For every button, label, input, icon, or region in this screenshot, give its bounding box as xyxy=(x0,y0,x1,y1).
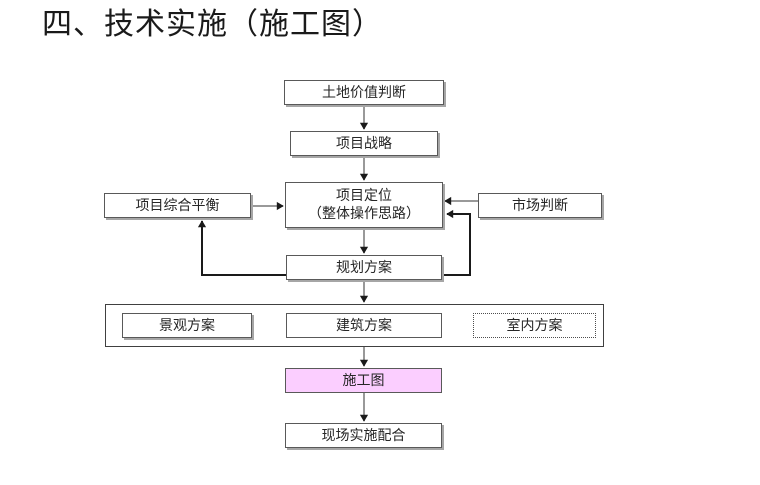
node-construction-drawing-label: 施工图 xyxy=(342,372,385,389)
node-comprehensive-balance-label: 项目综合平衡 xyxy=(135,197,220,214)
node-construction-drawing[interactable]: 施工图 xyxy=(285,368,442,393)
node-project-strategy-label: 项目战略 xyxy=(336,135,392,152)
node-onsite-support[interactable]: 现场实施配合 xyxy=(285,423,442,448)
node-project-position[interactable]: 项目定位 （整体操作思路） xyxy=(285,182,443,228)
node-schemes-container xyxy=(105,304,604,347)
feedback-planning-to-position xyxy=(442,209,471,276)
node-project-strategy[interactable]: 项目战略 xyxy=(290,131,438,156)
node-market-judgement[interactable]: 市场判断 xyxy=(478,193,602,218)
node-land-value-label: 土地价值判断 xyxy=(322,84,406,101)
page-title: 四、技术实施（施工图） xyxy=(42,7,383,42)
feedback-planning-to-balance xyxy=(197,220,286,276)
node-landscape-scheme-label: 景观方案 xyxy=(159,317,215,334)
node-architecture-scheme-label: 建筑方案 xyxy=(336,317,392,334)
node-planning-scheme-label: 规划方案 xyxy=(336,259,392,276)
node-onsite-support-label: 现场实施配合 xyxy=(321,427,406,444)
node-market-judgement-label: 市场判断 xyxy=(512,197,568,214)
node-interior-scheme-label: 室内方案 xyxy=(506,317,563,334)
node-planning-scheme[interactable]: 规划方案 xyxy=(286,255,442,280)
node-interior-scheme[interactable]: 室内方案 xyxy=(473,313,596,338)
node-landscape-scheme[interactable]: 景观方案 xyxy=(122,313,252,338)
node-land-value[interactable]: 土地价值判断 xyxy=(284,80,444,105)
node-architecture-scheme[interactable]: 建筑方案 xyxy=(286,313,442,338)
node-comprehensive-balance[interactable]: 项目综合平衡 xyxy=(104,193,251,218)
node-project-position-line1: 项目定位 xyxy=(336,188,392,204)
node-project-position-line2: （整体操作思路） xyxy=(308,206,420,222)
